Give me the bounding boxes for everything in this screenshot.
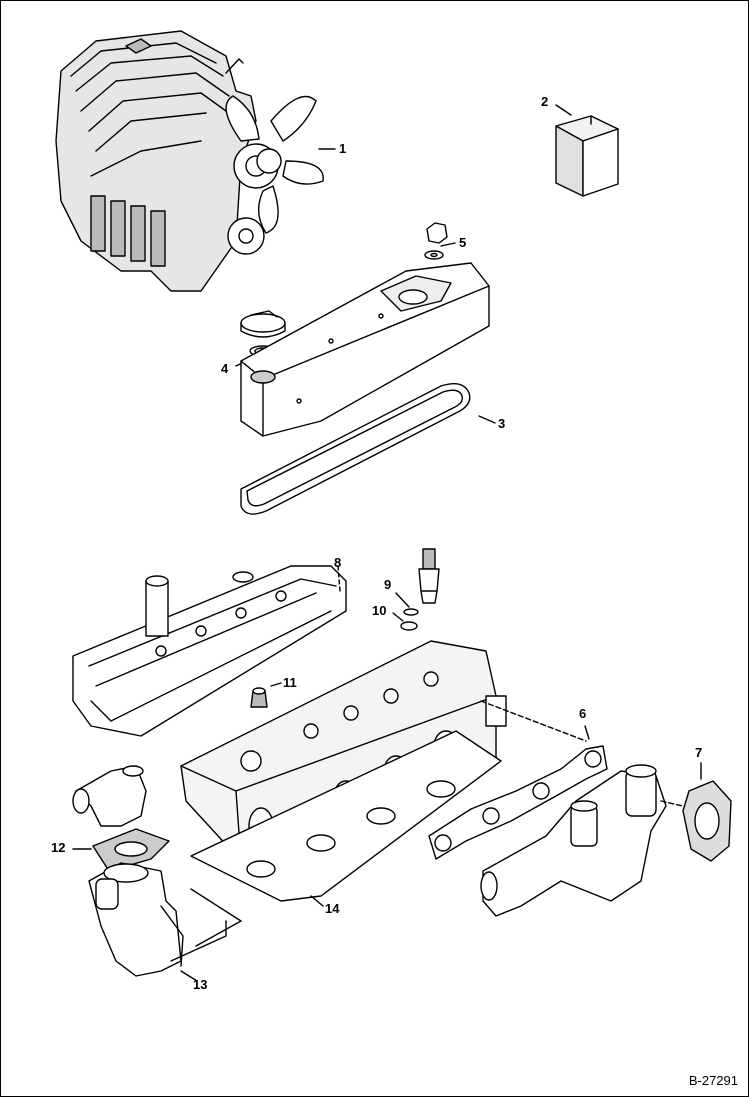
callout-6: 6 — [579, 706, 587, 721]
callout-5: 5 — [459, 235, 467, 250]
callout-1: 1 — [339, 141, 347, 156]
valve-stem-seal-drawing — [250, 687, 268, 708]
exhaust-outlet-gasket-drawing — [682, 780, 732, 862]
valve-cover-gasket-drawing — [240, 383, 471, 515]
head-gasket-drawing — [190, 730, 502, 902]
callout-11: 11 — [283, 675, 297, 690]
thermostat-cover-drawing — [72, 765, 147, 827]
callout-9: 9 — [384, 577, 392, 592]
gasket-kit-box-drawing — [555, 115, 619, 197]
callout-13: 13 — [193, 977, 208, 992]
exhaust-manifold-gasket-drawing — [428, 745, 608, 860]
thermostat-housing-drawing — [88, 862, 184, 977]
exhaust-manifold-drawing — [480, 764, 667, 917]
engine-assembly-drawing — [55, 30, 324, 292]
thermostat-gasket-drawing — [92, 828, 170, 872]
callout-14: 14 — [325, 901, 340, 916]
fuel-injector-drawing — [400, 548, 440, 631]
valve-cover-drawing — [240, 262, 490, 437]
callout-10: 10 — [372, 603, 387, 618]
callout-7: 7 — [695, 745, 703, 760]
callout-2: 2 — [541, 94, 549, 109]
cap-nut-drawing — [424, 222, 448, 260]
callout-12: 12 — [51, 840, 66, 855]
callout-3: 3 — [498, 416, 506, 431]
figure-id: B-27291 — [688, 1073, 738, 1088]
intake-manifold-drawing — [72, 565, 347, 737]
callout-4: 4 — [221, 361, 229, 376]
callout-8: 8 — [334, 555, 342, 570]
